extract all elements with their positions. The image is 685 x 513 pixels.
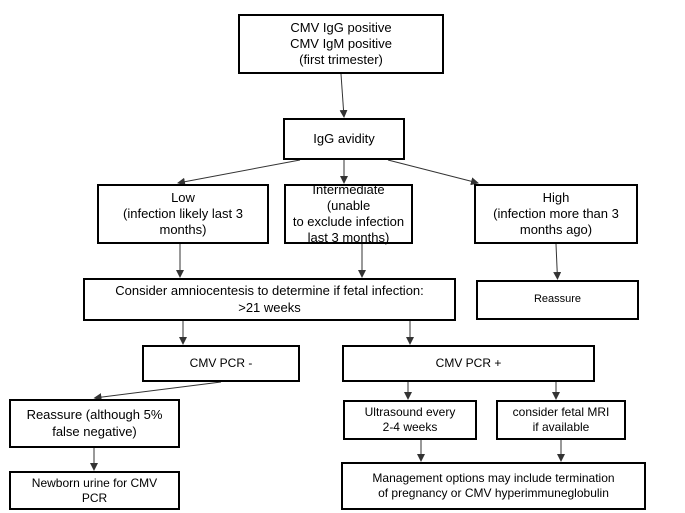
- node-cmv-pcr-negative: CMV PCR -: [142, 345, 300, 382]
- edge-avidity-to-high: [387, 159, 479, 186]
- node-amnio: Consider amniocentesis to determine if f…: [83, 278, 456, 321]
- edge-avidity-to-low: [177, 159, 301, 186]
- node-reassure-negative: Reassure (although 5%false negative): [9, 399, 180, 448]
- edge-pcr-neg-to-reassure-neg: [93, 381, 222, 402]
- edge-high-to-reassure-high: [553, 243, 562, 280]
- node-reassure-high: Reassure: [476, 280, 639, 320]
- node-cmv-pcr-positive: CMV PCR +: [342, 345, 595, 382]
- node-management-options: Management options may include terminati…: [341, 462, 646, 510]
- node-avidity: IgG avidity: [283, 118, 405, 160]
- edge-start-to-avidity: [339, 73, 348, 118]
